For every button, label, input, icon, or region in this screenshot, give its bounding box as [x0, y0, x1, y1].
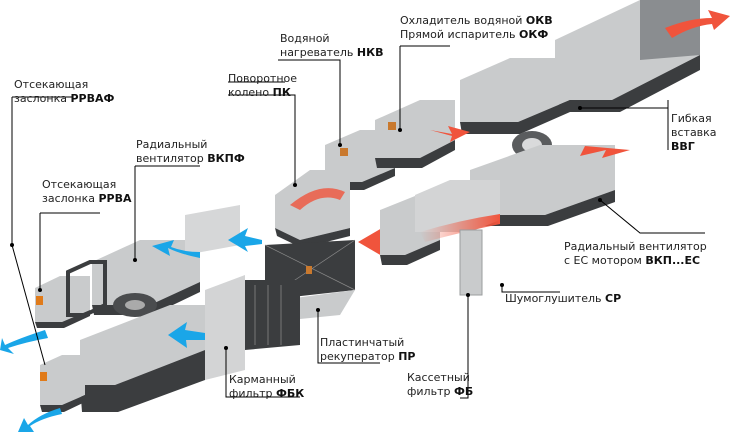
- cooler-okv: [460, 58, 570, 134]
- label-sr-text: Шумоглушитель: [505, 292, 602, 305]
- cooler-frame: [375, 100, 470, 168]
- panel-vkpf: [185, 205, 240, 255]
- label-okf-code: ОКФ: [519, 28, 549, 41]
- callout-lines: [11, 45, 705, 399]
- label-okf-text: Прямой испаритель: [400, 28, 516, 41]
- supply-arrow-1: [228, 228, 262, 252]
- label-rrvaf: Отсекающая заслонка РРВАФ: [14, 78, 114, 106]
- supply-arrow-2: [152, 240, 200, 258]
- return-arrow-fan: [580, 146, 630, 158]
- label-vkpf-code: ВКПФ: [207, 152, 245, 165]
- label-vkpf-text: Радиальный вентилятор: [136, 138, 208, 165]
- supply-arrow-out-left: [0, 330, 48, 354]
- label-nkv-code: НКВ: [356, 46, 384, 59]
- label-rrva-text: Отсекающая заслонка: [42, 178, 117, 205]
- duct-section-mid: [380, 180, 500, 265]
- fan-vkp-ec: [470, 131, 615, 226]
- label-okv-text: Охладитель водяной: [400, 14, 523, 27]
- exhaust-arrow-top: [665, 10, 730, 38]
- label-fbk: Карманный фильтр ФБК: [229, 373, 304, 401]
- supply-arrow-out-bottom: [18, 408, 62, 432]
- duct-silencer-top: [555, 0, 700, 112]
- label-vvg-code: ВВГ: [671, 140, 695, 153]
- label-pk: Поворотное колено ПК: [228, 72, 297, 100]
- silencer-bottom: [80, 305, 205, 412]
- label-vvg-text: Гибкая вставка: [671, 112, 717, 139]
- label-okf: Прямой испаритель ОКФ: [400, 28, 548, 42]
- label-rrvaf-code: РРВАФ: [70, 92, 115, 105]
- label-fb-code: ФБ: [453, 385, 474, 398]
- label-pr-text: Пластинчатый рекуператор: [320, 336, 405, 363]
- label-pr-code: ПР: [398, 350, 416, 363]
- damper-rrva: [40, 355, 85, 412]
- label-fb: Кассетный фильтр ФБ: [407, 371, 473, 399]
- label-rrva-code: РРВА: [98, 192, 132, 205]
- damper-rrvaf: [35, 276, 90, 328]
- label-rrva: Отсекающая заслонка РРВА: [42, 178, 132, 206]
- label-fbk-code: ФБК: [275, 387, 305, 400]
- label-sr-code: СР: [605, 292, 622, 305]
- label-rrvaf-text: Отсекающая заслонка: [14, 78, 89, 105]
- label-fbk-text: Карманный фильтр: [229, 373, 296, 400]
- label-vkp-ec-code: ВКП...ЕС: [645, 254, 701, 267]
- label-okv-code: ОКВ: [525, 14, 553, 27]
- pocket-filter-fbk: [205, 275, 300, 380]
- cassette-filter-fb: [459, 229, 483, 296]
- label-vkp-ec: Радиальный вентилятор с ЕС мотором ВКП..…: [564, 240, 707, 268]
- label-fb-text: Кассетный фильтр: [407, 371, 470, 398]
- label-nkv: Водяной нагреватель НКВ: [280, 32, 383, 60]
- label-vkpf: Радиальный вентилятор ВКПФ: [136, 138, 245, 166]
- fan-vkpf: [92, 240, 200, 317]
- label-sr: Шумоглушитель СР: [505, 292, 621, 306]
- elbow-pk: [275, 170, 350, 248]
- label-okv: Охладитель водяной ОКВ: [400, 14, 553, 28]
- flex-frame-1: [66, 260, 107, 317]
- label-vkp-ec-text: Радиальный вентилятор с ЕС мотором: [564, 240, 707, 267]
- supply-arrow-3: [168, 322, 205, 348]
- label-nkv-text: Водяной нагреватель: [280, 32, 354, 59]
- label-pr: Пластинчатый рекуператор ПР: [320, 336, 416, 364]
- callout-dots: [10, 106, 602, 350]
- label-pk-text: Поворотное колено: [228, 72, 298, 99]
- label-pk-code: ПК: [272, 86, 291, 99]
